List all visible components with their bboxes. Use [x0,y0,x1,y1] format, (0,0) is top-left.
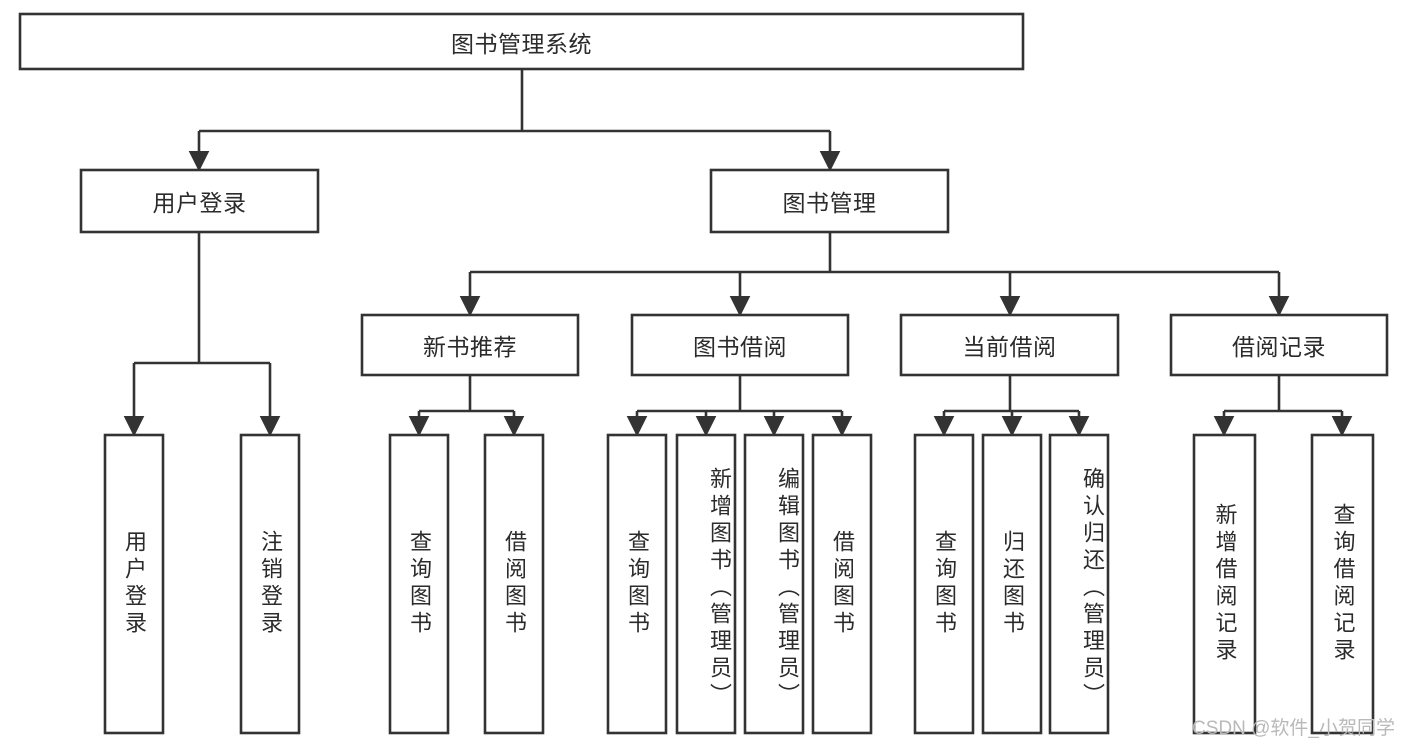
node-new-book-recommend[interactable] [360,313,580,377]
node-borrow-record[interactable] [1169,313,1389,377]
node-root[interactable] [18,12,1025,71]
node-current-borrow[interactable] [899,313,1120,377]
node-leaf-query-book-borrow[interactable] [606,433,668,735]
node-book-borrow[interactable] [630,313,850,377]
node-leaf-query-borrow-record[interactable] [1310,433,1375,735]
node-leaf-add-borrow-record[interactable] [1192,433,1257,735]
node-leaf-confirm-return-admin[interactable] [1048,433,1110,735]
node-leaf-query-book-recommend[interactable] [388,433,450,735]
node-leaf-query-book-current[interactable] [913,433,975,735]
node-user-login[interactable] [79,168,320,234]
node-leaf-logout-login[interactable] [239,433,301,735]
node-leaf-add-book-admin[interactable] [675,433,737,735]
node-leaf-edit-book-admin[interactable] [743,433,805,735]
node-leaf-borrow-book[interactable] [811,433,873,735]
connector-layer [123,69,1353,437]
node-leaf-user-login[interactable] [103,433,165,735]
box-layer [18,12,1389,735]
node-leaf-return-book[interactable] [981,433,1043,735]
node-leaf-borrow-book-recommend[interactable] [483,433,545,735]
node-book-manage[interactable] [709,168,950,234]
